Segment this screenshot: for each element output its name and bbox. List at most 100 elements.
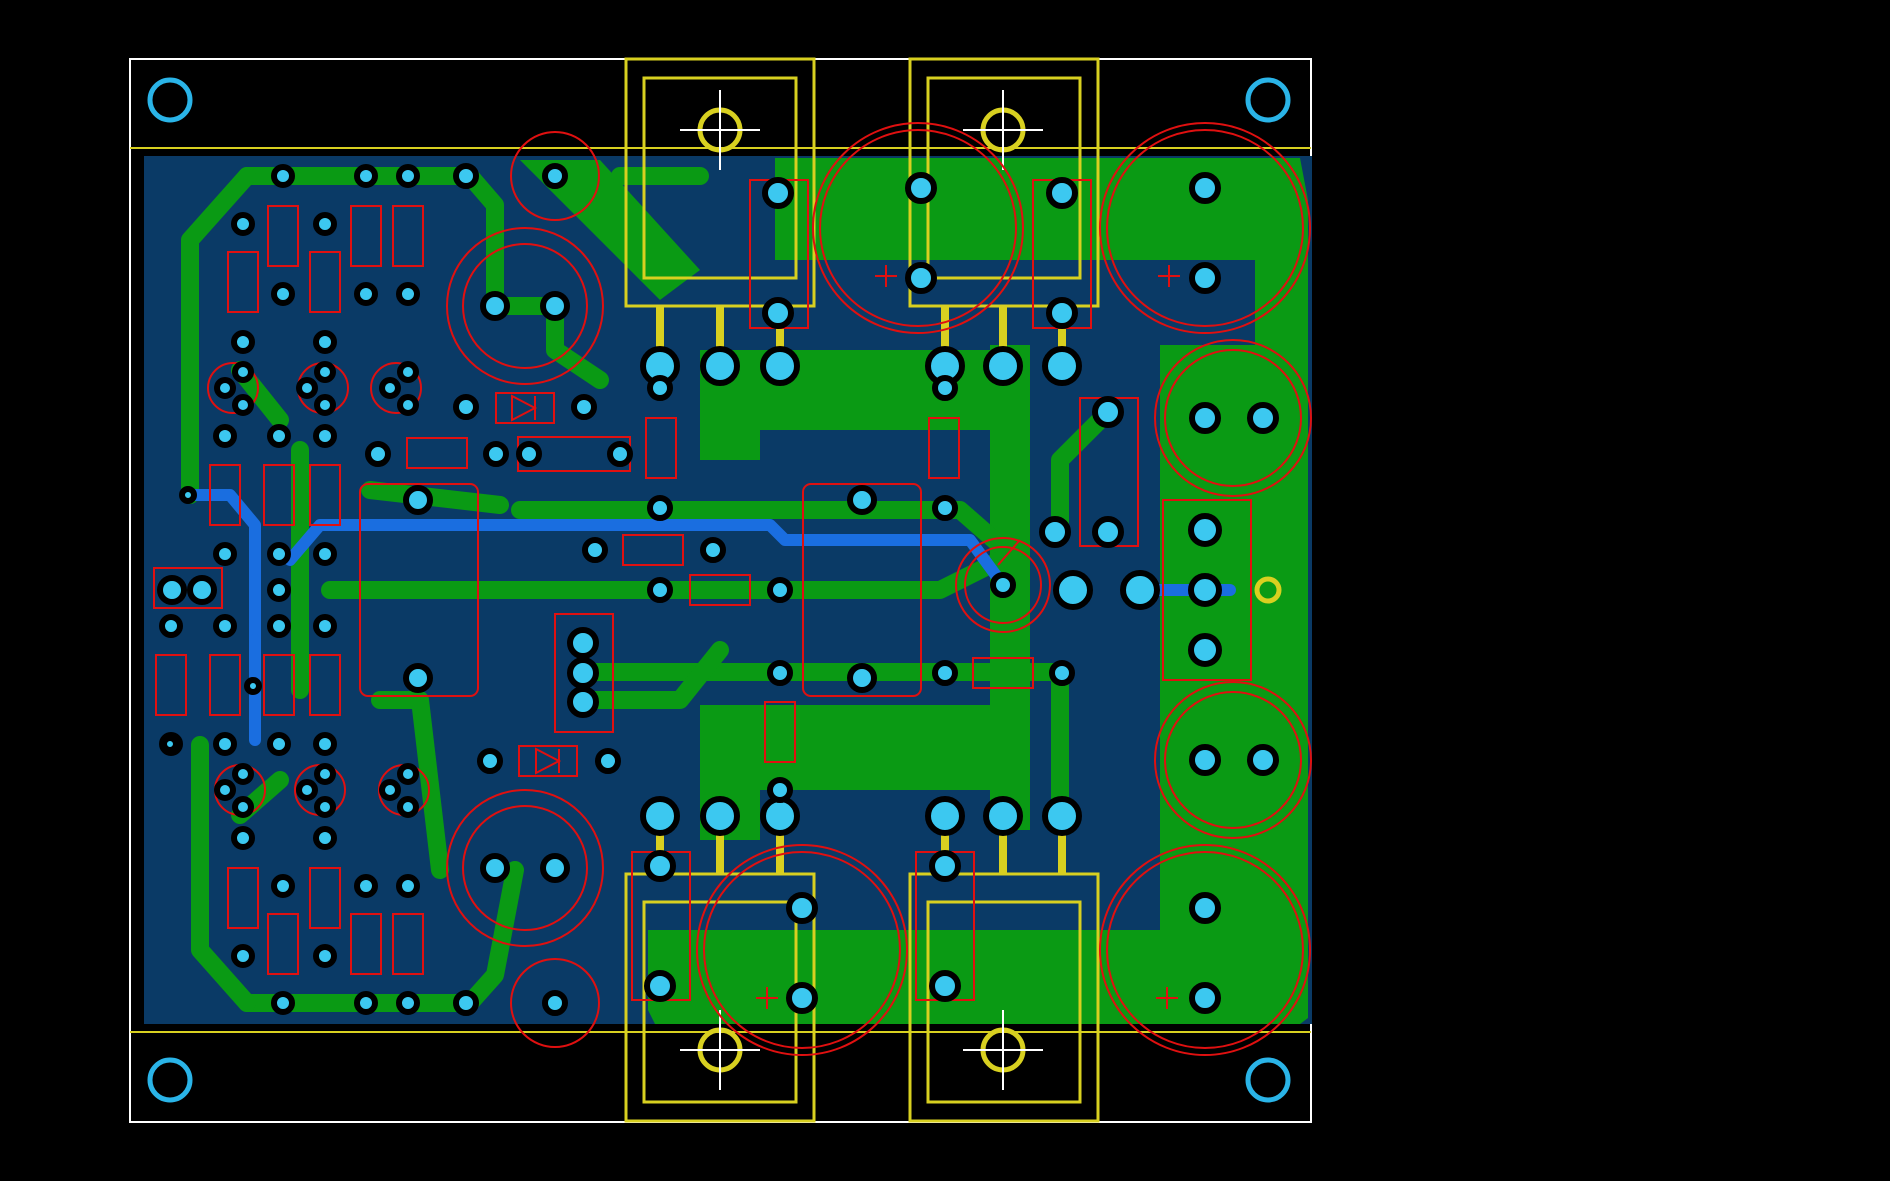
pad	[1247, 402, 1279, 434]
pad	[187, 575, 217, 605]
pad	[1049, 660, 1075, 686]
pad	[925, 796, 965, 836]
pad	[760, 346, 800, 386]
pad	[700, 346, 740, 386]
pad	[1053, 570, 1093, 610]
pad	[762, 297, 794, 329]
pad	[929, 850, 961, 882]
pad	[232, 763, 254, 785]
pad	[313, 826, 337, 850]
mounting-hole-icon	[147, 77, 193, 123]
pad	[157, 575, 187, 605]
pad	[767, 660, 793, 686]
regulator-tab-top-left	[642, 76, 798, 280]
pad	[313, 212, 337, 236]
pad	[480, 853, 510, 883]
pad	[354, 282, 378, 306]
pads-layer	[157, 163, 1279, 1016]
pad	[271, 991, 295, 1015]
pad	[1046, 177, 1078, 209]
pad	[1092, 516, 1124, 548]
pad	[1092, 396, 1124, 428]
crosshair-icons	[680, 90, 1043, 1090]
capacitor-outline	[812, 122, 1024, 334]
pad	[313, 330, 337, 354]
pad	[379, 779, 401, 801]
pad	[1188, 513, 1222, 547]
pad	[179, 486, 197, 504]
pad	[365, 441, 391, 467]
pad	[267, 578, 291, 602]
pad	[1188, 633, 1222, 667]
pad	[314, 763, 336, 785]
pad	[1120, 570, 1160, 610]
mounting-hole-icon	[1245, 77, 1291, 123]
pad	[929, 970, 961, 1002]
pad	[213, 732, 237, 756]
pad	[786, 892, 818, 924]
pad	[1188, 573, 1222, 607]
pad	[453, 394, 479, 420]
pad	[296, 377, 318, 399]
capacitor-outline	[696, 844, 908, 1056]
pad	[847, 663, 877, 693]
pad	[271, 164, 295, 188]
capacitor-outline	[1099, 844, 1311, 1056]
pad	[396, 282, 420, 306]
pad	[640, 796, 680, 836]
pad	[213, 614, 237, 638]
pad	[1189, 982, 1221, 1014]
pad	[700, 537, 726, 563]
pad	[231, 330, 255, 354]
pad	[983, 346, 1023, 386]
capacitor-outline	[1154, 681, 1312, 839]
pad	[571, 394, 597, 420]
pad	[582, 537, 608, 563]
pad	[314, 796, 336, 818]
pad	[313, 424, 337, 448]
pad	[267, 542, 291, 566]
pad	[379, 377, 401, 399]
pad	[1039, 516, 1071, 548]
pad	[231, 944, 255, 968]
capacitor-outline	[446, 789, 604, 947]
capacitor-outline	[1154, 339, 1312, 497]
pad	[1189, 402, 1221, 434]
pad	[483, 441, 509, 467]
pad	[271, 282, 295, 306]
pad	[644, 850, 676, 882]
pad	[983, 796, 1023, 836]
pad	[396, 874, 420, 898]
pad	[567, 686, 599, 718]
pad	[232, 394, 254, 416]
pad	[403, 485, 433, 515]
pad	[1189, 172, 1221, 204]
pad	[267, 424, 291, 448]
pad	[354, 991, 378, 1015]
pad	[542, 163, 568, 189]
pad	[313, 732, 337, 756]
pad	[403, 663, 433, 693]
pad	[700, 796, 740, 836]
pad	[453, 163, 479, 189]
pad	[644, 970, 676, 1002]
silkscreen-layer	[153, 122, 1312, 1056]
pad	[214, 377, 236, 399]
pad	[767, 577, 793, 603]
pad	[647, 577, 673, 603]
pad	[313, 542, 337, 566]
pad	[1042, 346, 1082, 386]
pad	[354, 874, 378, 898]
pad	[453, 990, 479, 1016]
pad	[595, 748, 621, 774]
pad	[161, 735, 179, 753]
pad	[214, 779, 236, 801]
pad	[1046, 297, 1078, 329]
regulator-pads-top	[640, 346, 1082, 386]
pad	[847, 485, 877, 515]
pad	[313, 614, 337, 638]
pad	[647, 495, 673, 521]
pad	[397, 796, 419, 818]
pad	[267, 614, 291, 638]
